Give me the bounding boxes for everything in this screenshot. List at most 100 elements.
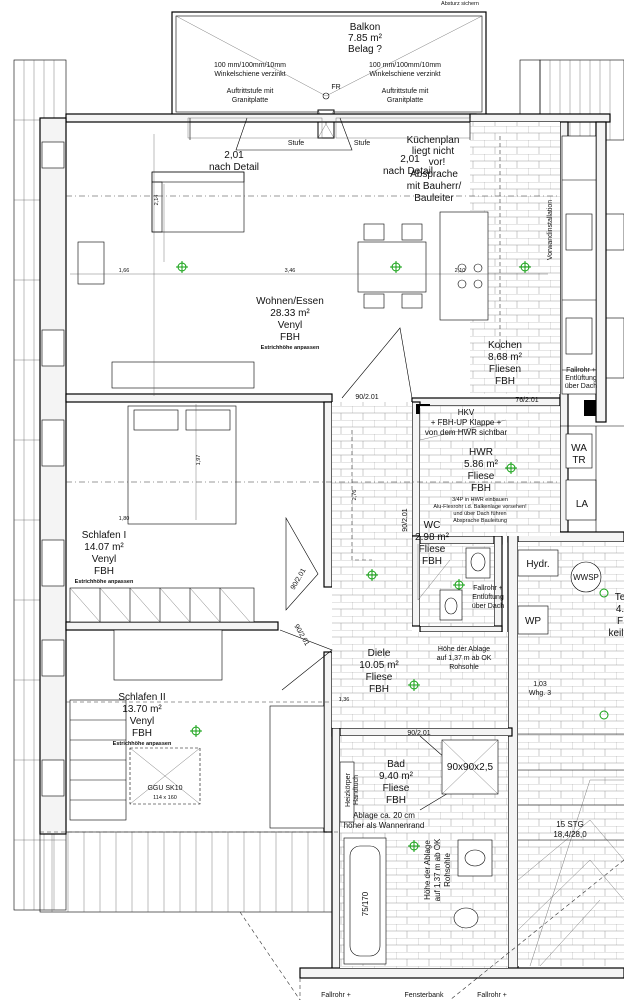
bedroom1-furniture [69, 405, 255, 623]
wc-fallrohr-2: Entlüftung [472, 594, 504, 601]
neighbour-partial-3: F [617, 616, 623, 627]
stufe-right: Stufe [354, 140, 370, 147]
diele-floor: Fliese [366, 672, 393, 683]
bath-area: 9.40 m² [379, 771, 414, 782]
balcony-step-right-2: Granitplatte [387, 97, 423, 104]
neighbour-wwsp: WWSP [573, 573, 599, 582]
bath-side-2: auf 1,37 m ab OK [433, 838, 442, 901]
neighbour-partial-1: Te [615, 592, 624, 603]
neighbour-stair-2: 18,4/28,0 [553, 830, 587, 839]
sleep2-heating: FBH [132, 728, 152, 739]
kitchen-note-5: mit Bauherr/ [407, 181, 462, 192]
hwr-note-3: und über Dach führen [453, 511, 506, 517]
bottom-fallrohr-right: Fallrohr + [477, 992, 507, 999]
wc-fallrohr-3: über Dach [472, 603, 504, 610]
hwr-la: LA [576, 499, 589, 510]
detail-left-2: nach Detail [209, 162, 259, 173]
bath-ablage-1: Ablage ca. 20 cm [353, 811, 415, 820]
balcony-rail-right-2: Winkelschiene verzinkt [369, 71, 440, 78]
balcony-fr: FR [331, 84, 340, 91]
hwr-area: 5.86 m² [464, 459, 499, 470]
sleep2-note: Estrichhöhe anpassen [113, 741, 172, 747]
diele-name: Diele [368, 648, 391, 659]
sleep1-area: 14.07 m² [84, 542, 124, 553]
bath-fixtures [339, 739, 499, 965]
hwr-note-2: Alu-Flexrohr i.d. Balkenlage vorsehen! [433, 504, 527, 510]
kitchen-note-6: Bauleiter [414, 193, 454, 204]
balcony-finish: Belag ? [348, 44, 382, 55]
balcony-title: Balkon [350, 22, 381, 33]
hwr-note-1: 3/4P in HWR einbauen [452, 497, 508, 503]
bath-shower: 90x90x2,5 [447, 762, 494, 773]
sleep1-note: Estrichhöhe anpassen [75, 579, 134, 585]
sleep1-heating: FBH [94, 566, 114, 577]
living-dim-d: 2,10 [455, 268, 466, 274]
wc-area: 2.98 m² [415, 532, 450, 543]
living-note: Estrichhöhe anpassen [261, 345, 320, 351]
hkv-1: HKV [458, 408, 475, 417]
door-label-1: 90/2.01 [355, 394, 378, 401]
diele-area: 10.05 m² [359, 660, 399, 671]
kitchen-fallrohr-2: Entlüftung [565, 375, 597, 382]
diele-ablage-2: auf 1,37 m ab OK [437, 655, 492, 662]
neighbour-whg: Whg. 3 [529, 690, 551, 697]
living-name: Wohnen/Essen [256, 296, 324, 307]
neighbour-partial-2: 4. [616, 604, 624, 615]
wc-name: WC [424, 520, 441, 531]
sleep1-dim-a: 1,97 [196, 455, 202, 466]
detail-right-2: nach Detail [383, 166, 433, 177]
skylight-2: 114 x 160 [153, 795, 177, 801]
living-furniture [77, 135, 624, 395]
hwr-door: 76/2.01 [515, 397, 538, 404]
hwr-tr: TR [572, 455, 585, 466]
balcony-step-left-2: Granitplatte [232, 97, 268, 104]
balcony-step-right-1: Auftrittstufe mit [382, 88, 429, 95]
diele-dim-a: 1,36 [339, 697, 350, 703]
wc-fallrohr-1: Fallrohr + [473, 585, 503, 592]
neighbour-wp: WP [525, 616, 541, 627]
kitchen-note-4: Absprache [410, 169, 458, 180]
wc-floor: Fliese [419, 544, 446, 555]
bath-heizkoerper-2: Handtuch [353, 775, 360, 805]
hall-tiles [332, 402, 412, 728]
bottom-fallrohr-left: Fallrohr + [321, 992, 351, 999]
detail-right-1: 2,01 [400, 154, 420, 165]
neighbour-stair-1: 15 STG [556, 820, 584, 829]
stufe-left: Stufe [288, 140, 304, 147]
sleep1-dim-b: 1,80 [119, 516, 130, 522]
detail-left-1: 2,01 [224, 150, 244, 161]
top-note: Absturz sichern [441, 1, 479, 7]
kitchen-note-3: vor! [429, 157, 446, 168]
bath-tub: 75/170 [361, 891, 370, 916]
neighbour-partial-4: keil [608, 628, 623, 639]
stair-details [187, 117, 471, 151]
living-area: 28.33 m² [270, 308, 310, 319]
bath-floor: Fliese [383, 783, 410, 794]
kitchen-name: Kochen [488, 340, 522, 351]
kitchen-fallrohr-1: Fallrohr + [566, 367, 596, 374]
hall-tiles-right [412, 632, 508, 728]
bath-side-3: Rohsohle [443, 853, 452, 887]
bath-name: Bad [387, 759, 405, 770]
kitchen-heating: FBH [495, 376, 515, 387]
diele-heating: FBH [369, 684, 389, 695]
bath-ablage-2: höher als Wannenrand [344, 821, 425, 830]
diele-ablage-1: Höhe der Ablage [438, 646, 490, 653]
hwr-tiles [420, 406, 560, 536]
bottom-fensterbank: Fensterbank [405, 992, 444, 999]
balcony-rail-left-2: Winkelschiene verzinkt [214, 71, 285, 78]
diele-ablage-3: Rohsohle [449, 664, 479, 671]
living-dim-b: 1,66 [119, 268, 130, 274]
sleep2-area: 13.70 m² [122, 704, 162, 715]
door-label-5: 90/2.01 [402, 508, 409, 531]
balcony-step-left-1: Auftrittstufe mit [227, 88, 274, 95]
hwr-name: HWR [469, 447, 493, 458]
bath-heizkoerper-1: Heizkörper [345, 772, 352, 807]
left-windows [41, 141, 65, 797]
living-dimensions [66, 134, 560, 396]
skylight-1: GGU SK10 [147, 785, 182, 792]
section-lines [40, 831, 624, 1000]
hwr-appliances [560, 425, 624, 532]
door-swings [279, 327, 507, 811]
